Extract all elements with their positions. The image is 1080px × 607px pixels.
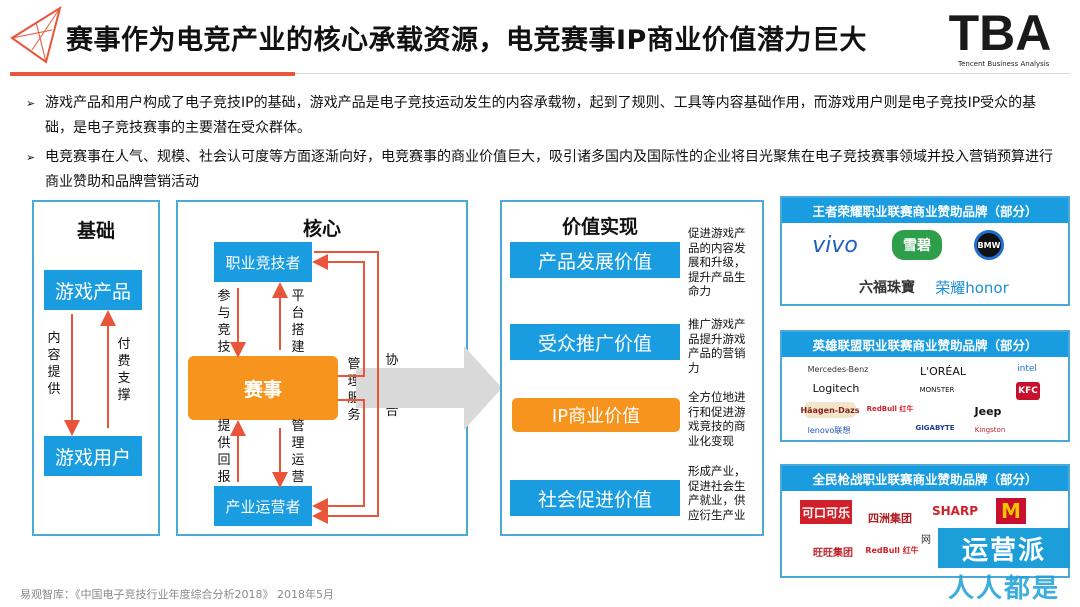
watermark-bottom-text: 人人都是 [947,573,1060,604]
triangle-logo-icon [10,5,62,64]
sponsor-box-title: 王者荣耀职业联赛商业赞助品牌（部分） [782,198,1068,223]
title-underline [10,72,295,76]
fourseas-logo: 四洲集团 [868,512,912,525]
watermark-top-text: 运营派 [938,528,1070,568]
intel-logo: intel [1017,364,1037,374]
gigabyte-logo: GIGABYTE [915,424,955,432]
tba-logo-text: TBA [949,6,1052,56]
basis-title: 基础 [76,220,115,242]
value-desc-ip: 全方位地进行和促进游戏竞技的商业化变现 [688,390,746,448]
sponsor-box-kpl: 王者荣耀职业联赛商业赞助品牌（部分） vivo 雪碧 BMW 六福珠寶 荣耀ho… [780,196,1070,306]
participate-label: 参与竞技 [217,289,231,355]
lukfook-logo: 六福珠寶 [859,280,915,296]
redbull-logo: RedBull 红牛 [866,405,914,413]
operator-box: 产业运营者 [214,486,312,526]
value-item-product: 产品发展价值 [510,242,680,278]
mercedes-logo: Mercedes-Benz [807,364,869,374]
sponsor-box-title: 全民枪战职业联赛商业赞助品牌（部分） [782,466,1068,491]
vivo-logo: vivo [812,232,858,258]
value-item-social: 社会促进价值 [510,480,680,516]
mcdonalds-logo: M [996,498,1026,524]
watermark-logo: 运营派 人人都是 [938,528,1070,604]
value-desc-social: 形成产业，促进社会生产就业，供应衍生产业 [688,464,746,522]
haagendazs-logo: Häagen-Dazs [800,402,860,418]
kingston-logo: Kingston [974,426,1006,434]
basis-panel [32,200,160,536]
bullet-text: 游戏产品和用户构成了电子竞技IP的基础，游戏产品是电子竞技运动发生的内容承载物，… [45,95,1037,136]
redbull-logo: RedBull 红牛 [865,545,919,555]
loreal-logo: L'ORÉAL [919,364,967,378]
logitech-logo: Logitech [812,381,860,395]
platform-label: 平台搭建 [291,289,305,355]
sponsor-box-lpl: 英雄联盟职业联赛商业赞助品牌（部分） Mercedes-Benz Logitec… [780,330,1070,442]
sponsor-box-qmqz: 全民枪战职业联赛商业赞助品牌（部分） 可口可乐 四洲集团 SHARP M 旺旺集… [780,464,1070,578]
pay-support-label: 付费支撑 [117,337,131,403]
title-divider [295,73,1070,74]
feedback-label: 提供回报 [217,419,231,485]
page-title: 赛事作为电竞产业的核心承载资源，电竞赛事IP商业价值潜力巨大 [66,25,867,56]
bullet-text: 电竞赛事在人气、规模、社会认可度等方面逐渐向好，电竞赛事的商业价值巨大，吸引诸多… [45,149,1053,190]
game-user-box: 游戏用户 [44,436,142,476]
core-title: 核心 [302,218,341,240]
value-item-audience: 受众推广价值 [510,324,680,360]
sprite-logo: 雪碧 [892,230,942,260]
cocacola-logo: 可口可乐 [800,500,852,524]
pro-player-box: 职业竞技者 [214,242,312,282]
honor-logo: 荣耀honor [935,278,1009,297]
value-title: 价值实现 [561,216,638,238]
monster-logo: MONSTER [919,386,955,394]
sharp-logo: SHARP [931,504,978,518]
bmw-logo: BMW [974,230,1004,260]
event-box: 赛事 [188,356,338,420]
game-product-box: 游戏产品 [44,270,142,310]
value-desc-product: 促进游戏产品的内容发展和升级，提升产品生命力 [688,226,746,298]
value-item-ip: IP商业价值 [512,398,680,432]
sponsor-box-title: 英雄联盟职业联赛商业赞助品牌（部分） [782,332,1068,357]
manage-ops-label: 管理运营 [291,419,305,485]
jeep-logo: Jeep [974,404,1002,418]
wangyi-logo: 网 [921,534,931,546]
wantwant-logo: 旺旺集团 [813,547,853,559]
flow-arrow-icon [356,346,502,430]
kfc-logo: KFC [1016,382,1040,400]
tba-subtitle: Tencent Business Analysis [958,60,1050,68]
source-footer: 易观智库：《中国电子竞技行业年度综合分析2018》 2018年5月 [20,588,334,601]
tba-logo: TBA [949,6,1052,56]
bullet-marker: ➢ [26,151,36,164]
value-desc-audience: 推广游戏产品提升游戏产品的营销力 [688,317,746,375]
bullet-marker: ➢ [26,97,36,110]
lenovo-logo: lenovo联想 [807,425,851,435]
content-provide-label: 内容提供 [47,331,61,397]
